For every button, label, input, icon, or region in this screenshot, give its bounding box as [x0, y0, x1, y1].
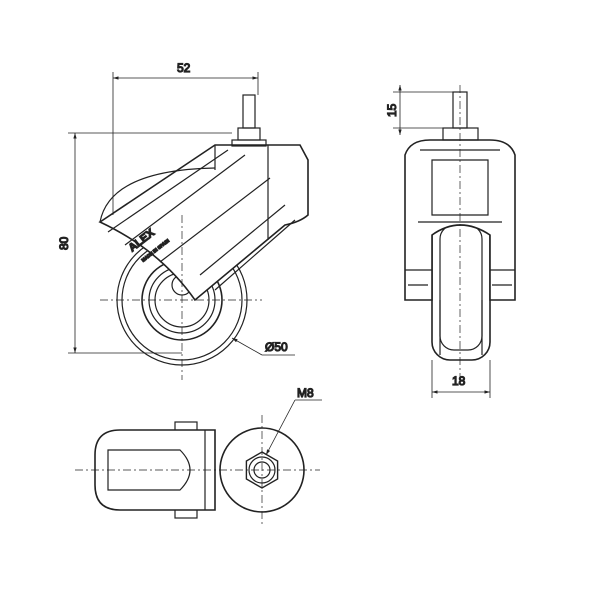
dim-label-width: 52 — [177, 61, 191, 75]
dim-label-diameter: Ø50 — [265, 340, 288, 354]
dim-diameter — [231, 337, 295, 356]
dim-label-wheel-width: 18 — [452, 374, 466, 388]
side-view: ALEX MADE IN SPAIN 52 80 Ø50 — [56, 60, 309, 380]
dim-80 — [68, 132, 232, 354]
dim-label-stem: 15 — [385, 103, 399, 117]
dim-label-height: 80 — [57, 236, 71, 250]
side-centerlines — [100, 215, 262, 380]
dim-15 — [393, 85, 453, 135]
side-housing — [98, 144, 309, 302]
front-view: 15 18 — [384, 85, 516, 398]
thread-leader — [265, 399, 322, 456]
top-view: M8 — [75, 385, 322, 525]
side-stem — [231, 94, 267, 147]
dim-label-thread: M8 — [297, 386, 314, 400]
dim-52 — [112, 72, 259, 215]
dim-18 — [431, 360, 491, 398]
